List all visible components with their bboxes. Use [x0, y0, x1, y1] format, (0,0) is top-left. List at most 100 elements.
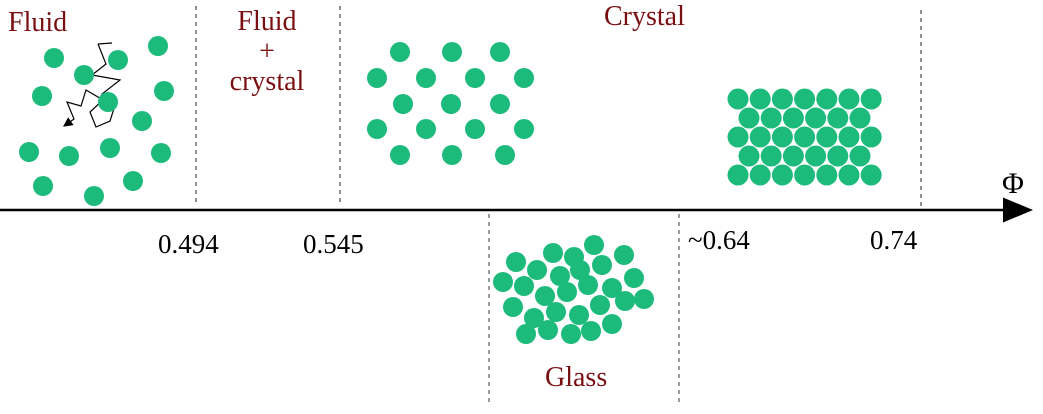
glass-particle [581, 321, 601, 341]
fluid-particle [74, 65, 94, 85]
glass-particle [569, 305, 589, 325]
packed-crystal-particle [749, 164, 771, 186]
crystal-particle [490, 94, 510, 114]
brownian-path [64, 42, 122, 127]
packed-crystal-particle [782, 107, 804, 129]
glass-particle [602, 278, 622, 298]
glass-particle [506, 252, 526, 272]
crystal-particle [514, 119, 534, 139]
fluid-particle [59, 146, 79, 166]
fluid-crystal-label-line-2: + [259, 36, 275, 67]
crystal-particle [465, 119, 485, 139]
glass-particle [543, 243, 563, 263]
packed-crystal-particle [849, 107, 871, 129]
glass-particle [592, 255, 612, 275]
packed-crystal-particle [849, 145, 871, 167]
glass-particle [578, 275, 598, 295]
glass-particle [514, 276, 534, 296]
crystal-particle [441, 94, 461, 114]
packed-crystal-particle [838, 164, 860, 186]
packed-crystal-particle [738, 107, 760, 129]
glass-label: Glass [545, 362, 608, 393]
packed-crystal-particle [782, 145, 804, 167]
fluid-particle [123, 171, 143, 191]
glass-particle [550, 266, 570, 286]
packed-crystal-particle [860, 164, 882, 186]
glass-particle [590, 295, 610, 315]
crystal-label: Crystal [604, 1, 685, 32]
crystal-particle [514, 68, 534, 88]
packed-crystal-particle [838, 126, 860, 148]
fluid-particle [132, 111, 152, 131]
crystal-particle [393, 94, 413, 114]
glass-particle [624, 268, 644, 288]
fluid-particle [84, 186, 104, 206]
packed-crystal-particle [805, 145, 827, 167]
crystal-particle [442, 145, 462, 165]
packed-crystal-particle [760, 145, 782, 167]
glass-particle [538, 320, 558, 340]
fluid-particle [98, 92, 118, 112]
glass-particle [535, 286, 555, 306]
phi-axis-label: Φ [1002, 167, 1024, 200]
fluid-particle [100, 138, 120, 158]
packed-crystal-particle [816, 126, 838, 148]
fluid-label: Fluid [8, 7, 68, 38]
packed-crystal-particle [749, 88, 771, 110]
fluid-particle [148, 36, 168, 56]
packed-crystal-particle [727, 164, 749, 186]
glass-particle [493, 272, 513, 292]
glass-particle [584, 235, 604, 255]
packed-crystal-particle [794, 164, 816, 186]
packed-crystal-particle [738, 145, 760, 167]
fluid-crystal-label-line-3: crystal [229, 66, 305, 97]
fluid-particle [32, 86, 52, 106]
packed-crystal-particle [827, 107, 849, 129]
tick-label-064: ~0.64 [688, 225, 750, 255]
packed-crystal-particle [805, 107, 827, 129]
tick-label-074: 0.74 [870, 225, 918, 255]
crystal-particle [465, 68, 485, 88]
crystal-particle [490, 42, 510, 62]
fluid-crystal-label-line-1: Fluid [237, 6, 297, 37]
crystal-particle [442, 42, 462, 62]
glass-particle [503, 297, 523, 317]
crystal-particle [390, 42, 410, 62]
glass-particle [524, 308, 544, 328]
crystal-particle [495, 145, 515, 165]
glass-particle [602, 314, 622, 334]
packed-crystal-particle [760, 107, 782, 129]
fluid-particle [19, 142, 39, 162]
packed-crystal-particle [816, 88, 838, 110]
glass-particle [546, 302, 566, 322]
glass-particle [615, 291, 635, 311]
packed-crystal-particle [838, 88, 860, 110]
packed-crystal-particle [827, 145, 849, 167]
glass-particle [516, 324, 536, 344]
packed-crystal-particle [794, 126, 816, 148]
crystal-particle [390, 145, 410, 165]
packed-crystal-particle [860, 126, 882, 148]
packed-crystal-particle [771, 126, 793, 148]
fluid-particle [44, 48, 64, 68]
crystal-particle [367, 119, 387, 139]
packed-crystal-particle [816, 164, 838, 186]
glass-particle [614, 245, 634, 265]
packed-crystal-particle [794, 88, 816, 110]
packed-crystal-particle [860, 88, 882, 110]
tick-label-0494: 0.494 [158, 229, 219, 259]
fluid-particle [33, 176, 53, 196]
fluid-particle [108, 50, 128, 70]
glass-particle [634, 289, 654, 309]
glass-particle [561, 324, 581, 344]
crystal-particle [416, 68, 436, 88]
packed-crystal-particle [727, 88, 749, 110]
packed-crystal-particle [749, 126, 771, 148]
glass-particle [570, 260, 590, 280]
glass-particle [557, 282, 577, 302]
glass-particle [527, 260, 547, 280]
crystal-particle [416, 119, 436, 139]
crystal-particle [367, 68, 387, 88]
